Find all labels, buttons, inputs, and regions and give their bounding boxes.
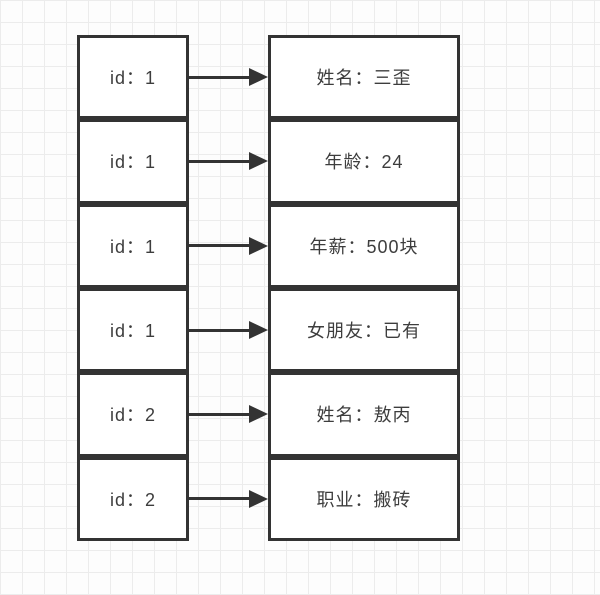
mapping-row: id：1 年薪：500块	[0, 203, 600, 288]
field-cell: 年薪：500块	[268, 203, 460, 288]
id-cell-label: id：1	[109, 68, 157, 89]
id-cell: id：1	[77, 287, 189, 373]
id-cell: id：2	[77, 372, 189, 457]
arrow-head-icon	[249, 489, 268, 508]
mapping-row: id：1 姓名：三歪	[0, 35, 600, 120]
arrow-shaft	[189, 328, 252, 332]
field-cell-label: 职业：搬砖	[316, 489, 412, 510]
id-cell: id：1	[77, 203, 189, 288]
id-cell-label: id：2	[109, 405, 157, 426]
arrow-head-icon	[249, 236, 268, 255]
arrow-head-icon	[249, 321, 268, 340]
field-cell: 姓名：敖丙	[268, 372, 460, 457]
field-cell: 职业：搬砖	[268, 456, 460, 541]
arrow-head-icon	[249, 405, 268, 424]
id-cell: id：1	[77, 119, 189, 204]
arrow-shaft	[189, 244, 252, 248]
field-cell-label: 女朋友：已有	[307, 321, 421, 342]
field-cell-label: 姓名：三歪	[316, 68, 412, 89]
id-cell: id：1	[77, 35, 189, 120]
arrow-shaft	[189, 412, 252, 416]
mapping-row: id：2 职业：搬砖	[0, 456, 600, 541]
field-cell: 年龄：24	[268, 119, 460, 204]
mapping-row: id：2 姓名：敖丙	[0, 372, 600, 457]
field-cell-label: 姓名：敖丙	[316, 405, 412, 426]
arrow-head-icon	[249, 152, 268, 171]
id-cell: id：2	[77, 456, 189, 541]
field-cell-label: 年龄：24	[324, 152, 404, 173]
arrow-head-icon	[249, 68, 268, 87]
id-cell-label: id：2	[109, 489, 157, 510]
field-cell-label: 年薪：500块	[309, 236, 419, 257]
arrow-shaft	[189, 75, 252, 79]
field-cell: 姓名：三歪	[268, 35, 460, 120]
id-cell-label: id：1	[109, 152, 157, 173]
id-cell-label: id：1	[109, 321, 157, 342]
mapping-row: id：1 女朋友：已有	[0, 287, 600, 373]
field-cell: 女朋友：已有	[268, 287, 460, 373]
mapping-rows: id：1 姓名：三歪 id：1 年龄：24 id：1	[0, 35, 600, 541]
mapping-row: id：1 年龄：24	[0, 119, 600, 204]
id-cell-label: id：1	[109, 236, 157, 257]
arrow-shaft	[189, 159, 252, 163]
arrow-shaft	[189, 497, 252, 501]
